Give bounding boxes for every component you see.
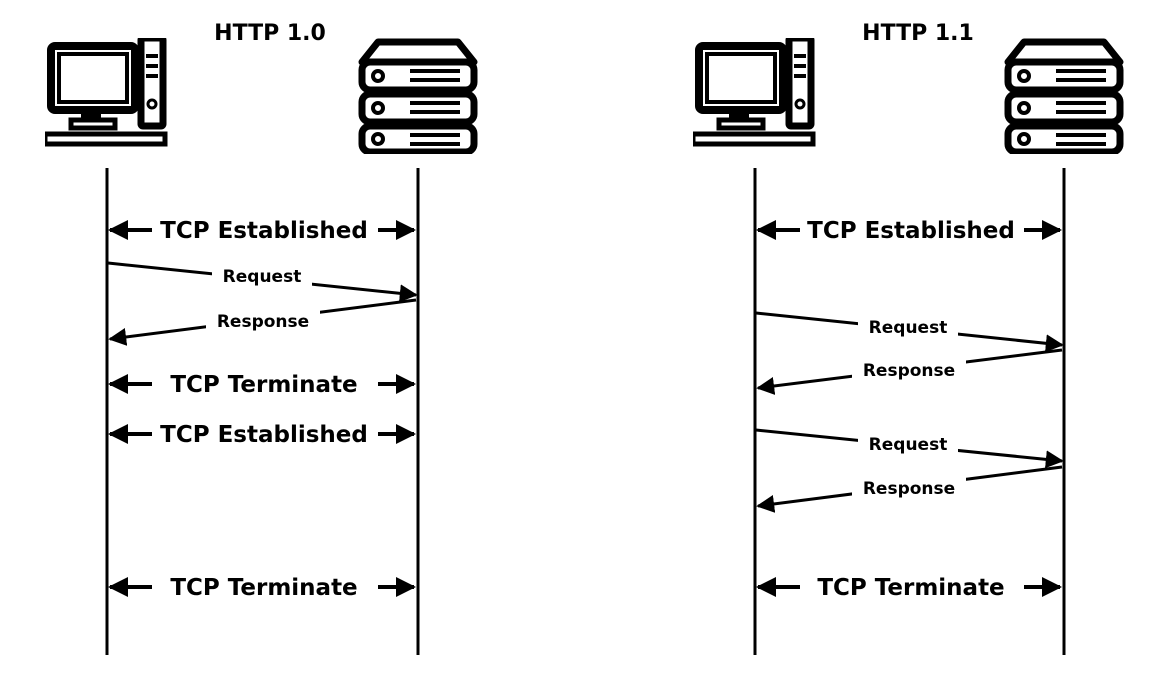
- tcp-established-event: TCP Established: [108, 218, 416, 244]
- request-message: Request: [107, 261, 418, 303]
- tcp-label: TCP Established: [160, 218, 368, 244]
- message-label: Request: [223, 267, 302, 287]
- message-label: Response: [863, 361, 955, 381]
- server-rack-icon: [1008, 42, 1120, 152]
- panel-http-1-0: HTTP 1.0 TCP Established Request Respons…: [45, 21, 474, 655]
- request-message: Request: [755, 311, 1064, 353]
- response-message: Response: [756, 465, 1063, 513]
- message-label: Response: [863, 479, 955, 499]
- panel-http-1-1: HTTP 1.1 TCP Established Request Respons…: [693, 21, 1120, 655]
- response-message: Response: [108, 298, 417, 346]
- tcp-label: TCP Terminate: [817, 575, 1004, 601]
- tcp-label: TCP Established: [160, 422, 368, 448]
- desktop-computer-icon: [45, 38, 165, 144]
- desktop-computer-icon: [693, 38, 813, 144]
- panel-title: HTTP 1.1: [862, 21, 974, 46]
- tcp-established-event: TCP Established: [108, 422, 416, 448]
- message-label: Request: [869, 435, 948, 455]
- message-label: Response: [217, 312, 309, 332]
- tcp-terminate-event: TCP Terminate: [756, 575, 1062, 601]
- tcp-terminate-event: TCP Terminate: [108, 575, 416, 601]
- tcp-label: TCP Established: [807, 218, 1015, 244]
- request-message: Request: [755, 428, 1064, 469]
- response-message: Response: [756, 348, 1063, 395]
- tcp-label: TCP Terminate: [170, 372, 357, 398]
- tcp-established-event: TCP Established: [756, 218, 1062, 244]
- server-rack-icon: [362, 42, 474, 152]
- tcp-terminate-event: TCP Terminate: [108, 372, 416, 398]
- message-label: Request: [869, 318, 948, 338]
- tcp-label: TCP Terminate: [170, 575, 357, 601]
- panel-title: HTTP 1.0: [214, 21, 326, 46]
